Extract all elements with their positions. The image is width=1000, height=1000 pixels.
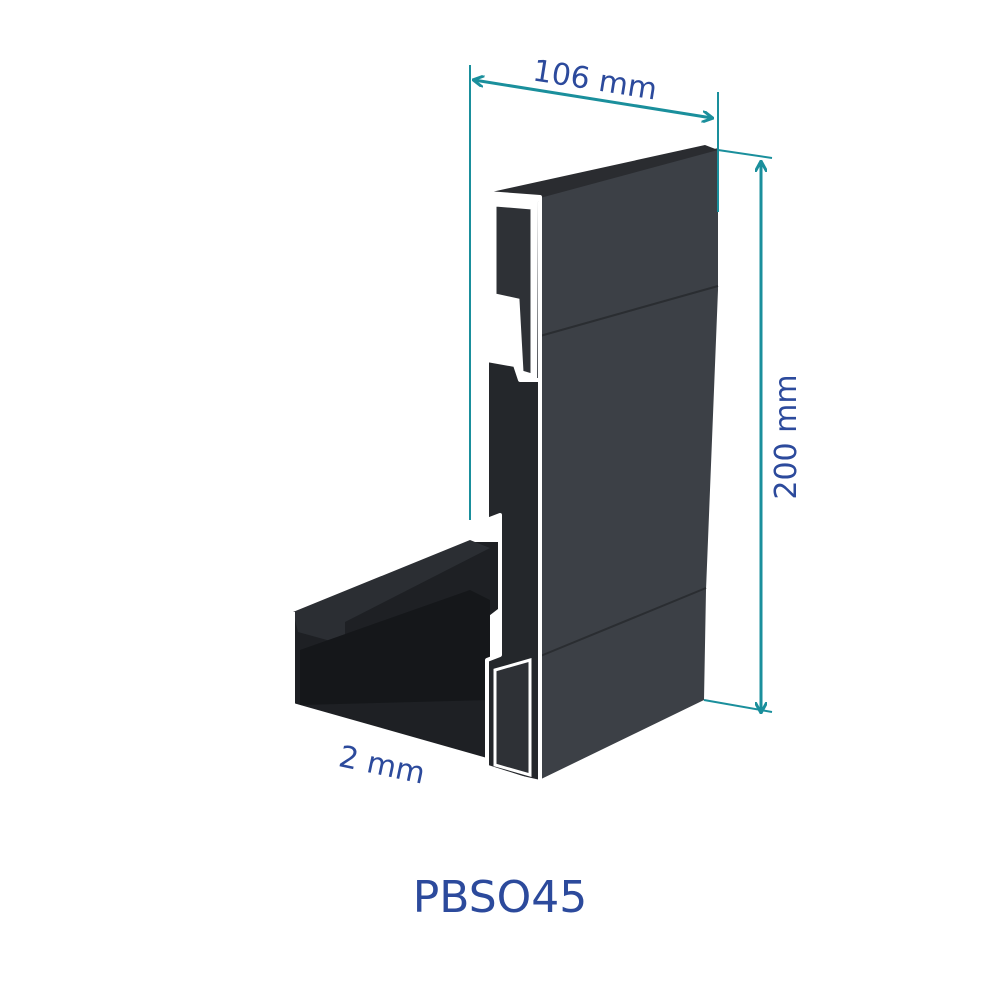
seam-lower xyxy=(537,587,707,658)
profile-column-lower-chamber xyxy=(493,658,532,777)
profile-base-rail xyxy=(293,540,490,645)
profile-base-channel xyxy=(300,590,490,705)
thickness-label: 2 mm xyxy=(336,739,428,791)
profile-top-face xyxy=(487,145,718,198)
width-arrow xyxy=(474,80,712,118)
product-name: PBSO45 xyxy=(412,872,588,923)
profile-front-face xyxy=(535,148,718,782)
profile-column-inner xyxy=(493,203,534,378)
height-extension-top xyxy=(717,149,773,159)
profile-base-outline xyxy=(291,612,536,784)
height-label: 200 mm xyxy=(769,374,804,499)
seam-upper xyxy=(539,285,719,337)
